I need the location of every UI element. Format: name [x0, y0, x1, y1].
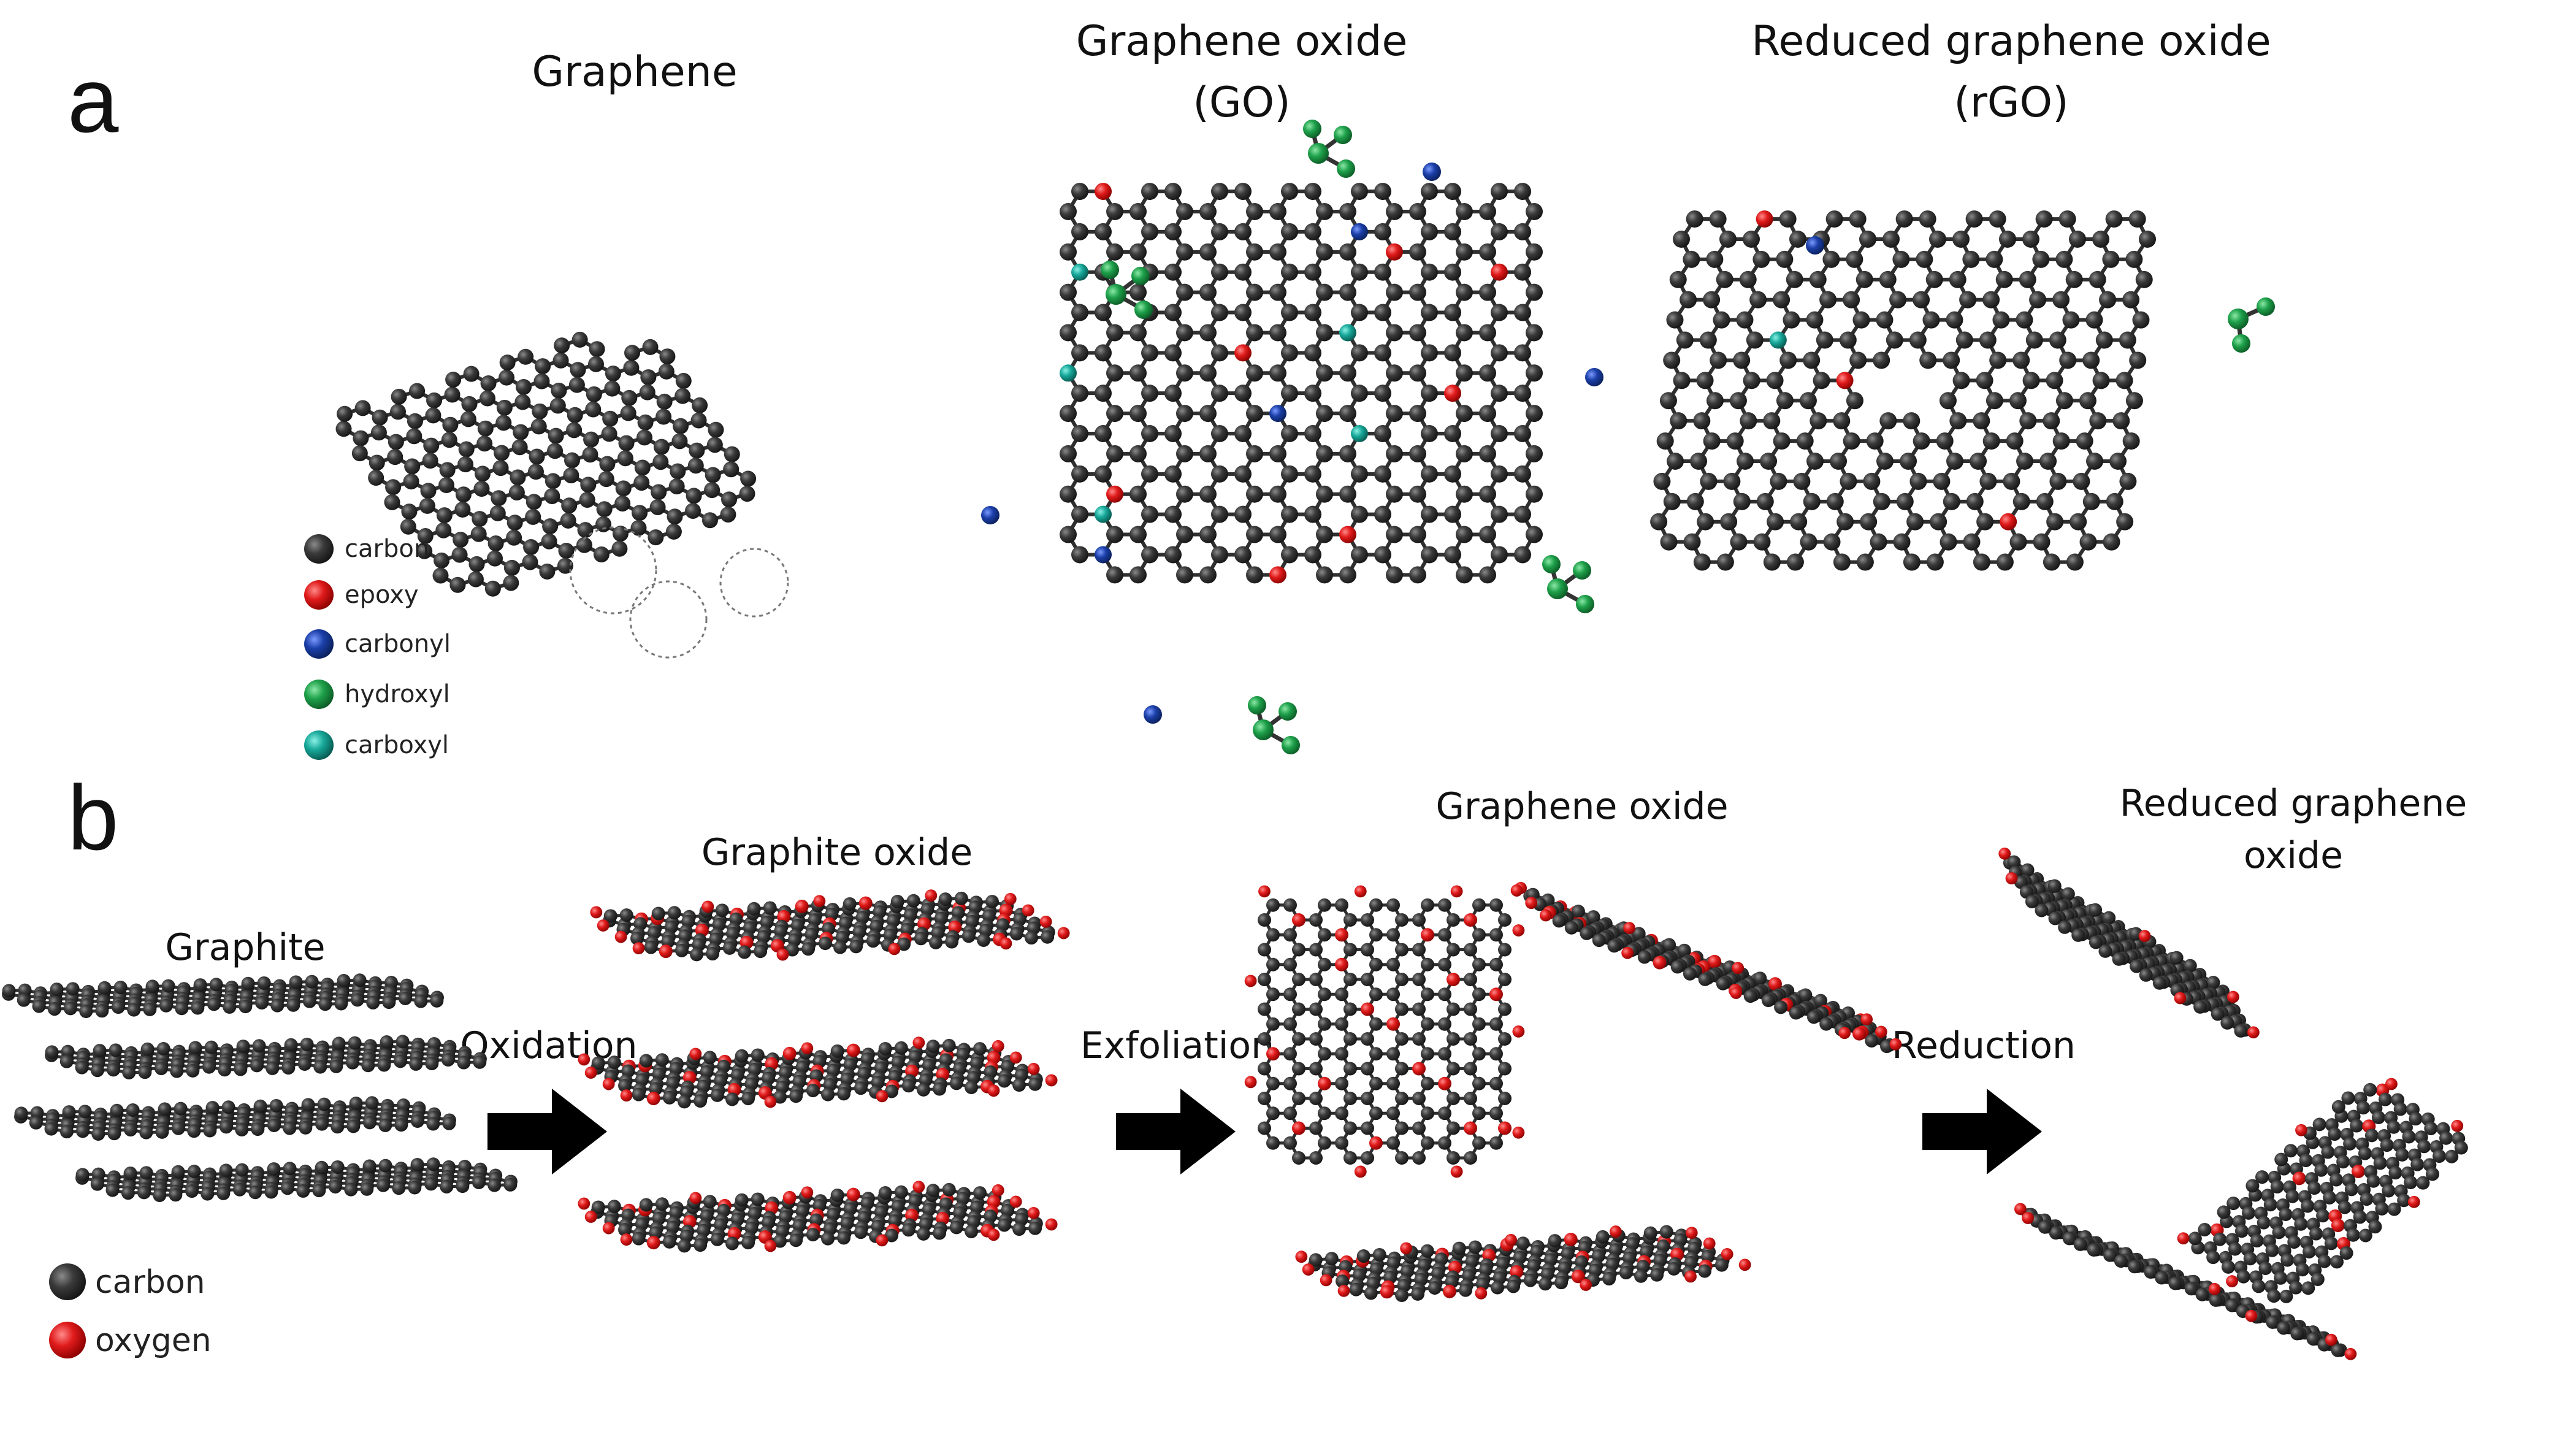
- graphene-oxide-abbrev: (GO): [1193, 79, 1290, 127]
- legend-a-epoxy-label: epoxy: [345, 581, 419, 609]
- rgo-abbrev: (rGO): [1954, 79, 2068, 127]
- carbon-atom-icon: [304, 534, 334, 564]
- legend-a-carboxyl: carboxyl: [304, 730, 449, 760]
- epoxy-atom-icon: [304, 580, 334, 610]
- oxidation-arrow-icon: [487, 1089, 607, 1174]
- hydroxyl-atom-icon: [304, 680, 334, 709]
- carbonyl-atom-icon: [304, 629, 334, 659]
- rgo-sheet-model: [1650, 210, 2275, 571]
- panel-a-letter: a: [67, 48, 119, 151]
- graphite-stack-model: [2, 973, 518, 1202]
- legend-b-carbon-label: carbon: [95, 1264, 205, 1301]
- legend-a-carbon: carbon: [304, 534, 429, 564]
- carbon-atom-icon: [49, 1263, 86, 1300]
- legend-a-carbonyl: carbonyl: [304, 629, 451, 659]
- legend-a-hydroxyl-label: hydroxyl: [345, 680, 450, 708]
- panel-a: a Graphene Graphene oxide (GO) Reduced g…: [67, 17, 2275, 760]
- carboxyl-atom-icon: [304, 730, 334, 760]
- rgo-title: Reduced graphene oxide: [1751, 17, 2271, 66]
- rgo-b-title-line2: oxide: [2244, 834, 2343, 877]
- legend-b-carbon: carbon: [49, 1263, 205, 1301]
- graphene-title: Graphene: [532, 48, 737, 96]
- legend-a-carbon-label: carbon: [345, 535, 429, 563]
- panel-b-letter: b: [67, 766, 118, 869]
- legend-a-carboxyl-label: carboxyl: [345, 731, 449, 759]
- rgo-sheets-model: [1998, 847, 2468, 1360]
- graphene-sheet-model: [335, 331, 789, 659]
- graphite-title: Graphite: [165, 926, 325, 969]
- oxidation-label: Oxidation: [460, 1024, 637, 1067]
- legend-a-epoxy: epoxy: [304, 580, 419, 610]
- graphite-oxide-title: Graphite oxide: [701, 831, 973, 874]
- legend-a-carbonyl-label: carbonyl: [345, 630, 451, 658]
- reduction-arrow-icon: [1922, 1089, 2042, 1174]
- panel-b: b Graphite Graphite oxide Graphene oxide…: [2, 766, 2468, 1360]
- legend-b-oxygen: oxygen: [49, 1322, 212, 1359]
- graphene-oxide-sheets-model: [1244, 882, 1902, 1302]
- graphite-oxide-stack-model: [578, 889, 1070, 1253]
- graphene-oxide-title: Graphene oxide: [1076, 17, 1408, 66]
- reduction-label: Reduction: [1892, 1024, 2076, 1067]
- legend-b-oxygen-label: oxygen: [95, 1322, 212, 1359]
- rgo-b-title: Reduced graphene: [2120, 782, 2467, 825]
- graphene-oxide-b-title: Graphene oxide: [1435, 785, 1728, 828]
- panel-b-legend: carbon oxygen: [49, 1263, 212, 1359]
- graphene-oxide-sheet-model: [981, 120, 1603, 754]
- oxygen-atom-icon: [49, 1322, 86, 1358]
- legend-a-hydroxyl: hydroxyl: [304, 680, 450, 709]
- exfoliation-arrow-icon: [1116, 1089, 1236, 1174]
- panel-a-legend: carbon epoxy carbonyl hydroxyl carboxyl: [304, 534, 451, 760]
- exfoliation-label: Exfoliation: [1080, 1024, 1274, 1067]
